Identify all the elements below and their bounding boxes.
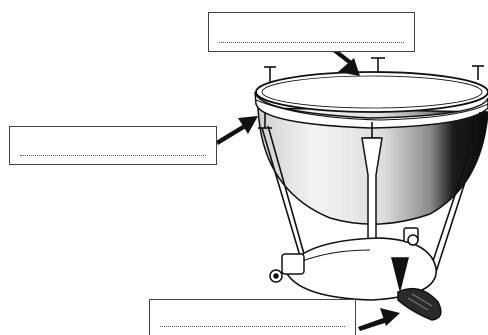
arrow-to-pedal xyxy=(358,308,400,331)
dotted-answer-line xyxy=(20,155,206,156)
label-box-rim[interactable] xyxy=(9,126,217,165)
drum-head xyxy=(256,72,488,112)
label-box-head[interactable] xyxy=(208,12,415,52)
dotted-answer-line xyxy=(219,42,404,43)
label-box-pedal[interactable] xyxy=(149,299,356,335)
dotted-answer-line xyxy=(160,326,345,327)
arrow-to-rim xyxy=(216,116,258,145)
